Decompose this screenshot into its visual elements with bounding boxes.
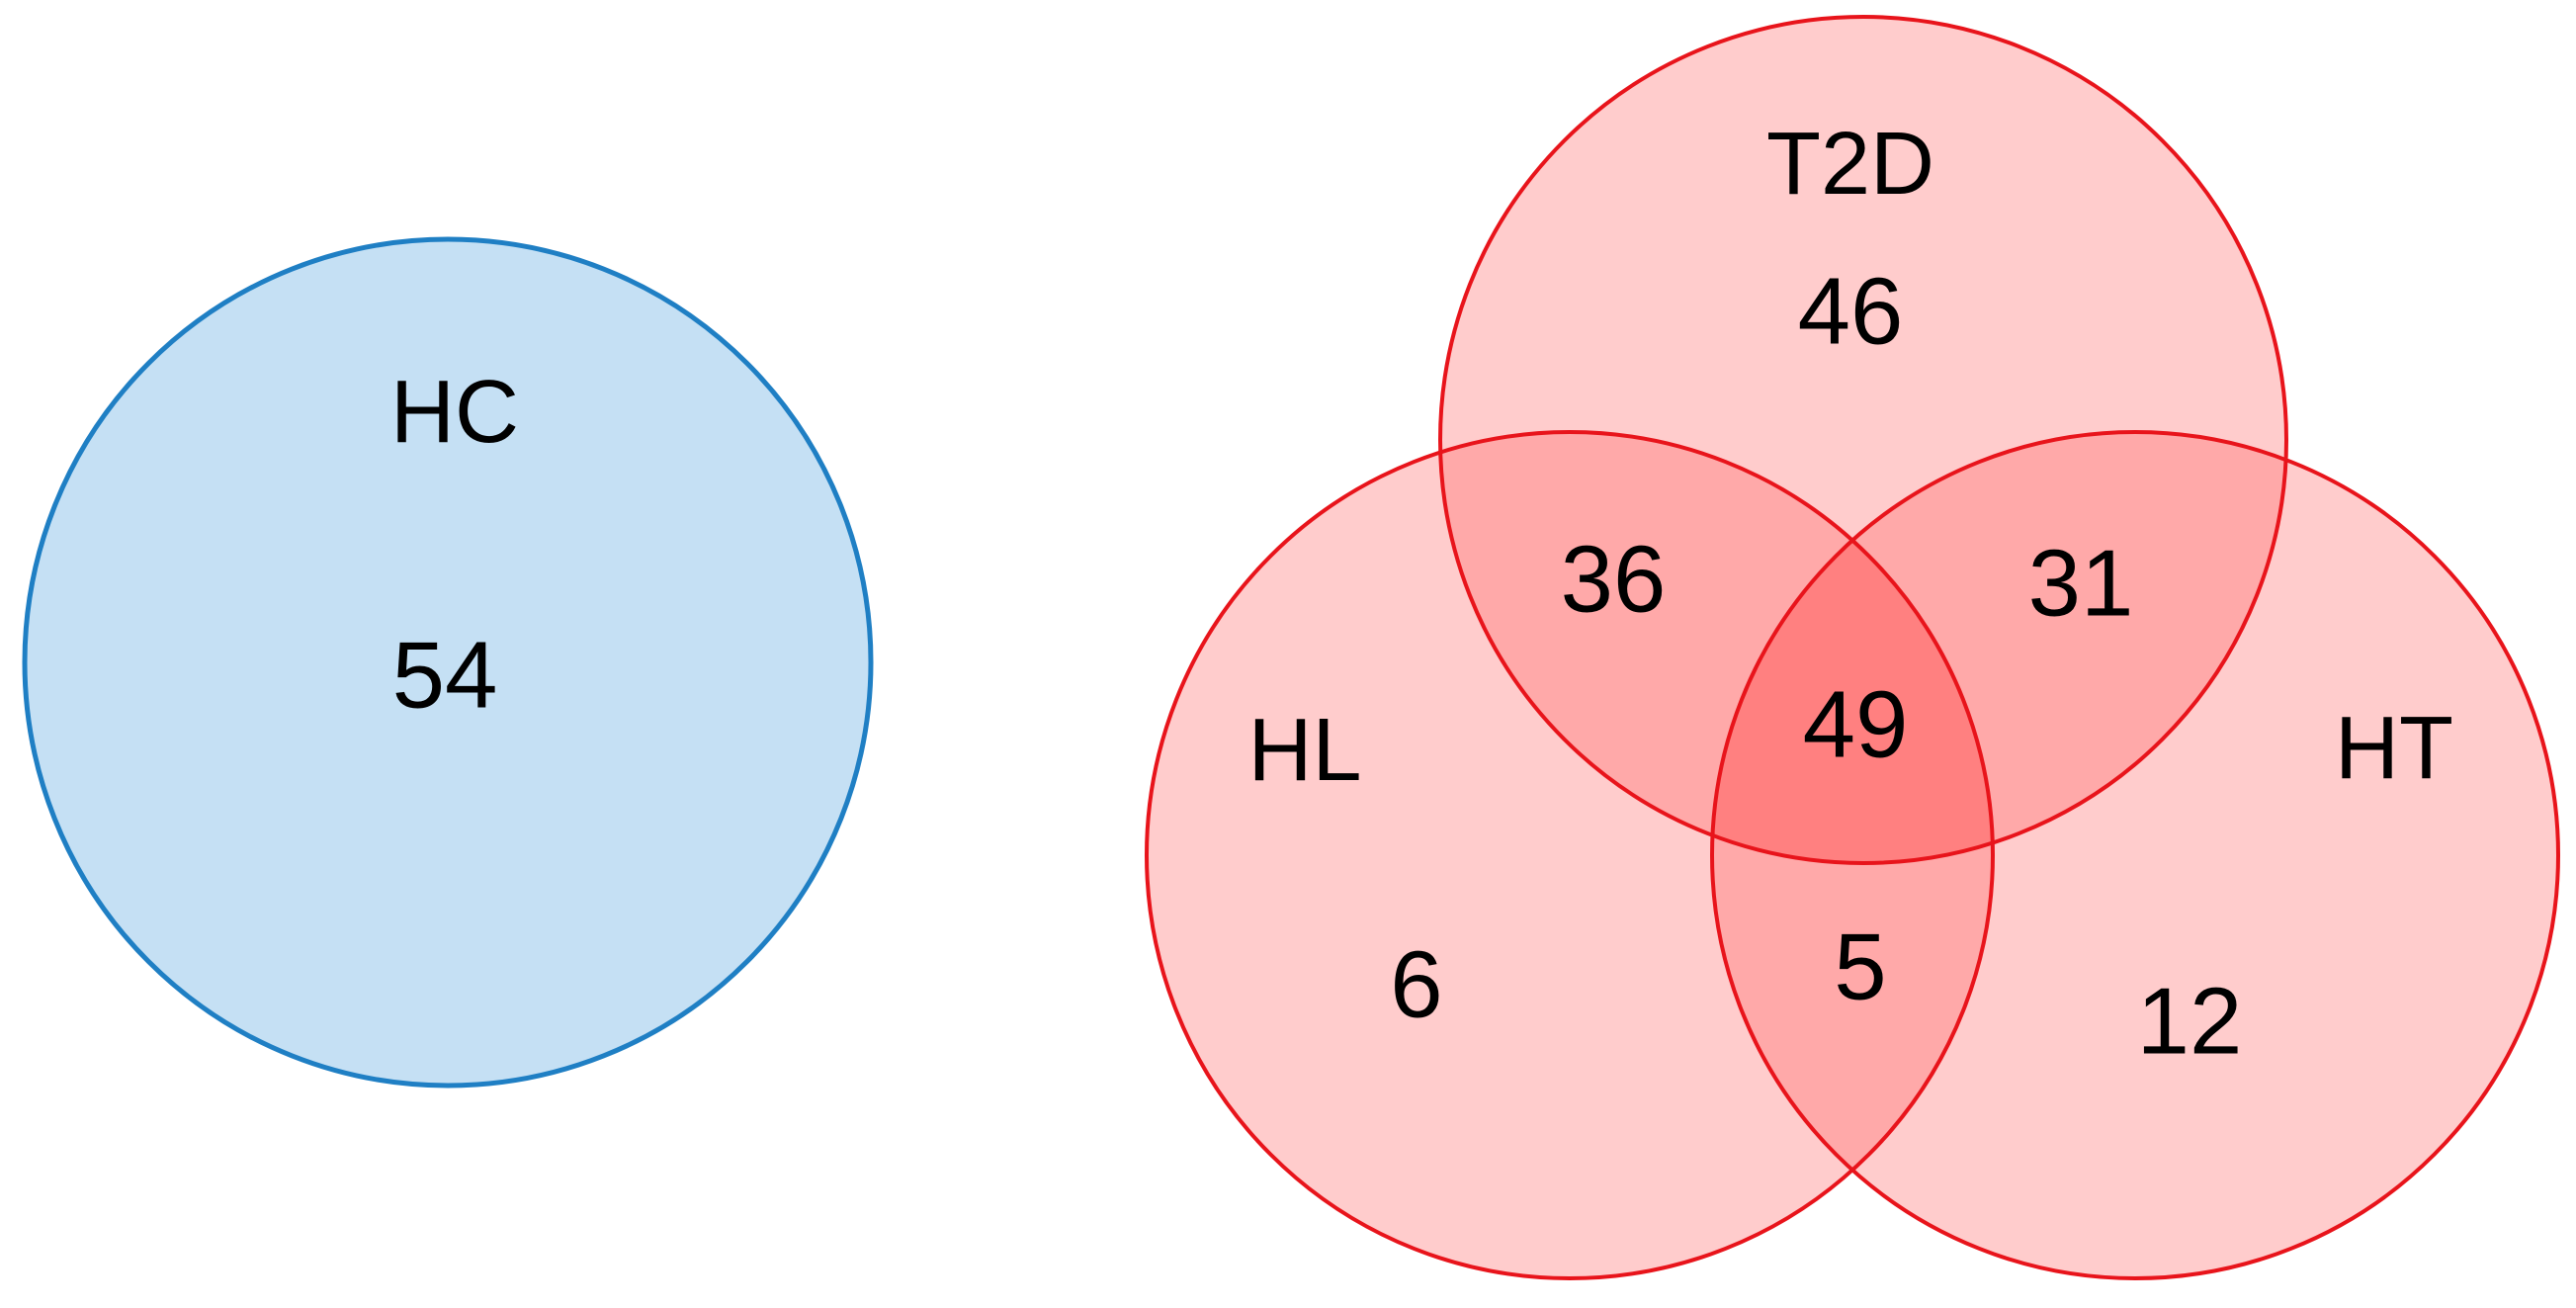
ht-circle-outline [1710, 430, 2560, 1280]
hl-count: 6 [1390, 931, 1442, 1037]
hl-ht-count: 5 [1834, 914, 1886, 1019]
t2d-hl-ht-count: 49 [1803, 671, 1909, 777]
t2d-hl-ht-overlap [1712, 432, 1993, 863]
t2d-ht-count: 31 [2028, 530, 2134, 636]
hc-count: 54 [392, 622, 498, 728]
t2d-count: 46 [1798, 258, 1904, 364]
hc-label: HC [390, 363, 519, 462]
hl-circle-outline [1145, 430, 1995, 1280]
hc-circle [22, 236, 874, 1089]
t2d-circle-outline [1438, 15, 2288, 865]
ht-label: HT [2335, 699, 2453, 798]
t2d-label: T2D [1766, 115, 1934, 214]
t2d-hl-count: 36 [1561, 526, 1667, 632]
ht-count: 12 [2137, 968, 2243, 1074]
hl-label: HL [1247, 701, 1361, 800]
